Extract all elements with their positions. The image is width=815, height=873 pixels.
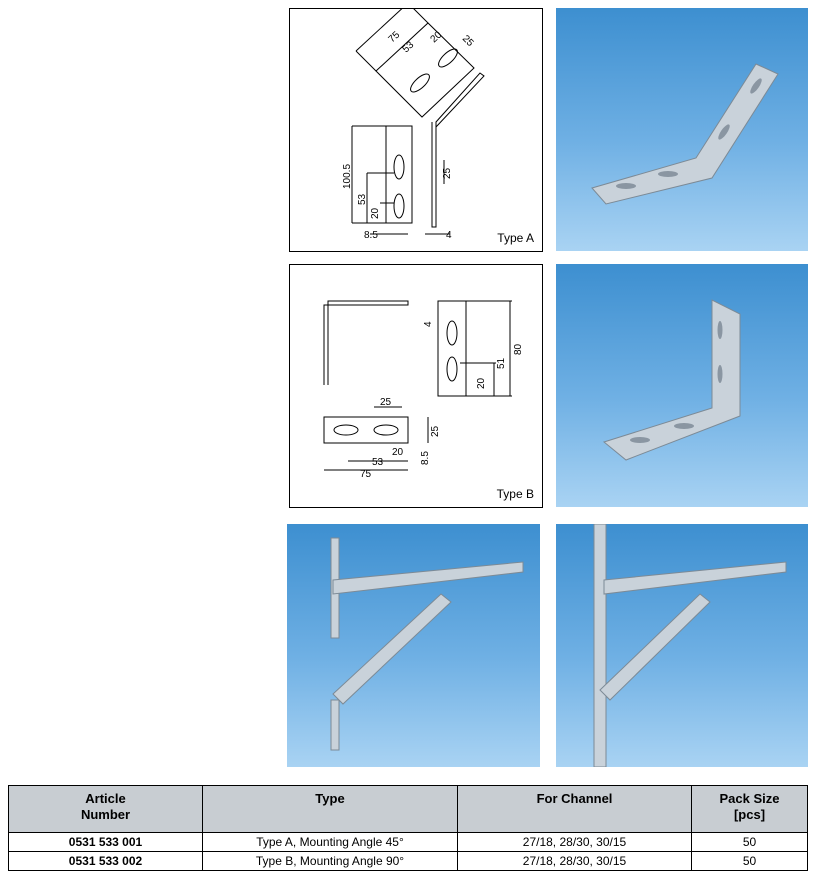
dim-b-25-side: 25 — [430, 425, 441, 437]
dim-b-25-top: 25 — [380, 397, 392, 408]
header-line: Article — [85, 791, 126, 806]
photo-assembly-2 — [556, 523, 808, 768]
table-row: 0531 533 002 Type B, Mounting Angle 90° … — [8, 851, 808, 871]
dim-a-100-5: 100.5 — [342, 164, 353, 189]
drawing-type-a: 75 53 20 25 100.5 53 20 25 8.5 4 Type A — [289, 2, 543, 252]
bracket-45-image — [591, 63, 779, 205]
article-number: 0531 533 001 — [8, 832, 203, 852]
dim-a-20: 20 — [429, 29, 445, 45]
drawing-type-b: 4 80 51 20 25 25 20 53 75 8.5 Type B — [289, 264, 543, 508]
drawing-caption-type-a: Type A — [497, 231, 534, 245]
type-cell: Type A, Mounting Angle 45° — [202, 832, 458, 852]
header-line: [pcs] — [733, 807, 766, 822]
dim-a-53-side: 53 — [357, 193, 368, 205]
dim-a-4: 4 — [446, 230, 452, 241]
drawing-caption-type-b: Type B — [496, 487, 534, 501]
table-row: 0531 533 001 Type A, Mounting Angle 45° … — [8, 832, 808, 852]
dim-b-80: 80 — [513, 343, 524, 355]
channel-cell: 27/18, 28/30, 30/15 — [457, 832, 692, 852]
header-line: Pack Size — [719, 791, 780, 806]
dim-a-25-side: 25 — [442, 167, 453, 179]
dim-a-53: 53 — [401, 39, 417, 55]
header-pack-size: Pack Size[pcs] — [691, 785, 808, 833]
dim-b-20-bottom: 20 — [392, 447, 404, 458]
channel-cell: 27/18, 28/30, 30/15 — [457, 851, 692, 871]
dim-b-51: 51 — [496, 357, 507, 369]
bracket-90-image — [602, 299, 741, 461]
header-line: Number — [80, 807, 131, 822]
dim-b-4: 4 — [423, 321, 434, 327]
pack-size-cell: 50 — [691, 851, 808, 871]
dim-a-20-side: 20 — [370, 207, 381, 219]
dim-b-20: 20 — [476, 377, 487, 389]
type-cell: Type B, Mounting Angle 90° — [202, 851, 458, 871]
dim-b-53: 53 — [372, 457, 384, 468]
dim-a-8-5: 8.5 — [364, 230, 378, 241]
header-for-channel: For Channel — [457, 785, 692, 833]
photo-type-b-bracket — [556, 264, 808, 507]
dim-b-8-5: 8.5 — [420, 451, 431, 465]
dim-a-75: 75 — [387, 29, 403, 45]
technical-drawing-b: 4 80 51 20 25 25 20 53 75 8.5 — [323, 300, 524, 480]
cantilever-assembly-image — [330, 537, 524, 751]
article-number: 0531 533 002 — [8, 851, 203, 871]
header-type: Type — [202, 785, 458, 833]
pack-size-cell: 50 — [691, 832, 808, 852]
cantilever-assembly-image — [593, 523, 787, 768]
dim-a-25-top: 25 — [460, 33, 476, 49]
dim-b-75: 75 — [360, 469, 372, 480]
photo-type-a-bracket — [556, 8, 808, 251]
technical-drawing-a: 75 53 20 25 100.5 53 20 25 8.5 4 — [342, 2, 485, 241]
photo-assembly-1 — [287, 524, 540, 767]
